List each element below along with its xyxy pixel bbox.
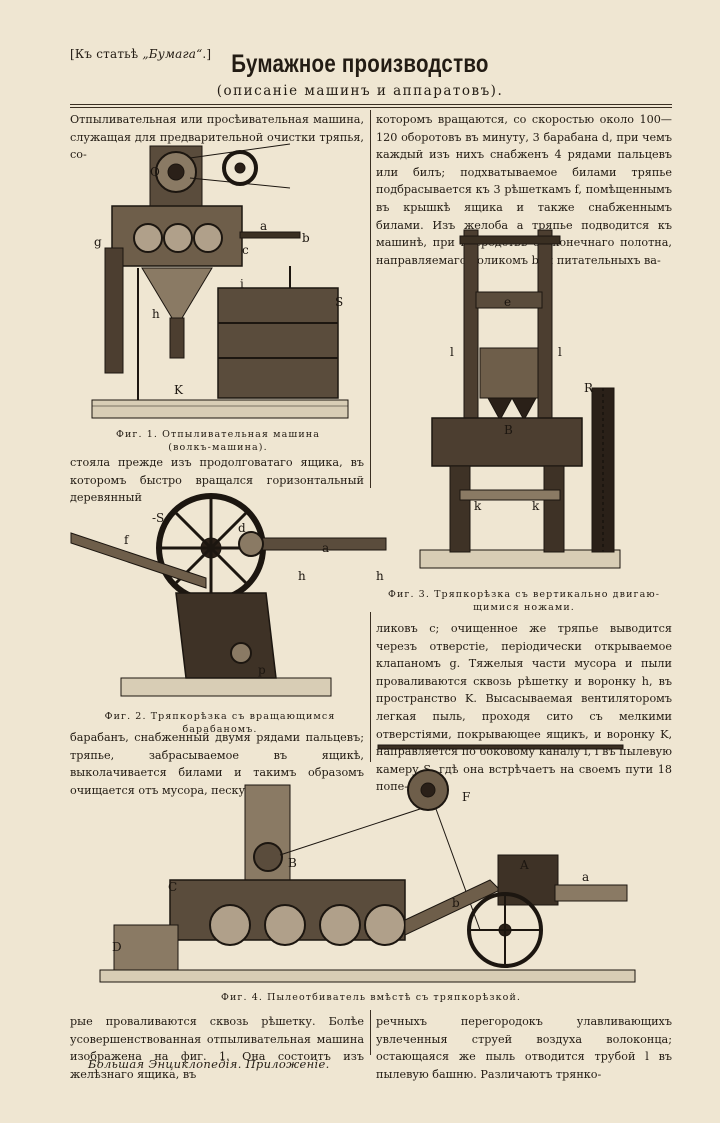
fig1-label-q: Q — [150, 165, 160, 179]
figure-4-caption: Фиг. 4. Пылеотбиватель вмѣстѣ съ тряпкор… — [220, 992, 522, 1003]
fig3-label-l2: l — [558, 345, 562, 359]
fig3-label-k2: k — [532, 499, 540, 513]
text-bottom-right: речныхъ перегородокъ улавливающихъ увлеч… — [376, 1015, 672, 1081]
figure-3-caption: Фиг. 3. Тряпкорѣзка съ вертикально двига… — [387, 589, 661, 613]
fig2-label-f: f — [124, 533, 130, 547]
fig1-label-h: h — [152, 307, 160, 321]
column-divider-middle — [370, 612, 371, 762]
fig4-label-d: D — [112, 940, 122, 954]
header-rule — [70, 104, 672, 105]
fig2-label-h2: h — [376, 569, 384, 583]
text-left-p3: барабанъ, снабженный двумя рядами пальце… — [70, 731, 364, 797]
figure-1-dusting-machine: Q g a b c i h S K — [91, 143, 349, 419]
fig1-label-g: g — [94, 235, 102, 249]
fig4-label-b-lower: b — [452, 896, 460, 910]
fig1-label-s: S — [335, 295, 343, 309]
fig2-label-s: -S — [152, 511, 164, 525]
column-divider-top — [370, 110, 371, 488]
footer-publication: Большая Энциклопедія. Приложеніе. — [88, 1057, 330, 1071]
figure-2-caption: Фиг. 2. Тряпкорѣзка съ вращающимся бараб… — [104, 711, 336, 735]
fig2-label-a: a — [322, 541, 329, 555]
fig3-label-e: e — [504, 295, 511, 309]
text-right-p1: которомъ вращаются, со скоростью около 1… — [376, 113, 672, 267]
page-title: Бумажное производство — [231, 50, 489, 78]
text-left-p1: Отпыливательная или просѣивательная маши… — [70, 113, 364, 162]
fig4-label-a-lower: a — [582, 870, 589, 884]
figure-4-duster-with-cutter: F B C A a b D — [99, 744, 636, 983]
fig4-label-a-upper: A — [519, 858, 529, 872]
fig3-label-b: B — [504, 423, 513, 437]
text-left-p2: стояла прежде изъ продолговатаго ящика, … — [70, 456, 364, 505]
fig1-label-i: i — [240, 277, 244, 291]
fig1-label-c: c — [242, 243, 249, 257]
page-subtitle: (описаніе машинъ и аппаратовъ). — [216, 83, 504, 99]
fig2-label-p: p — [258, 663, 266, 677]
header-rule-double — [70, 107, 672, 108]
fig3-label-k1: k — [474, 499, 482, 513]
fig1-label-b: b — [302, 231, 310, 245]
fig4-label-c: C — [168, 880, 177, 894]
text-bottom-left: рые проваливаются сквозь рѣшетку. Болѣе … — [70, 1015, 364, 1081]
fig2-label-h1: h — [298, 569, 306, 583]
fig1-label-a: a — [260, 219, 267, 233]
figure-3-rag-cutter-vertical: e l l R B k k — [419, 229, 621, 569]
fig4-label-b-upper: B — [288, 856, 297, 870]
fig3-label-l1: l — [450, 345, 454, 359]
fig3-label-r: R — [584, 381, 594, 395]
fig1-label-k: K — [174, 383, 184, 397]
article-reference: [Къ статьѣ „Бумага“.] — [70, 47, 212, 61]
figure-1-caption: Фиг. 1. Отпыливательная машина (волкъ-ма… — [116, 429, 320, 453]
fig2-label-d: d — [238, 521, 246, 535]
figure-2-rag-cutter-drum: -S f d a h h p — [70, 493, 387, 697]
fig4-label-f: F — [462, 790, 470, 804]
column-divider-bottom — [370, 1010, 371, 1055]
